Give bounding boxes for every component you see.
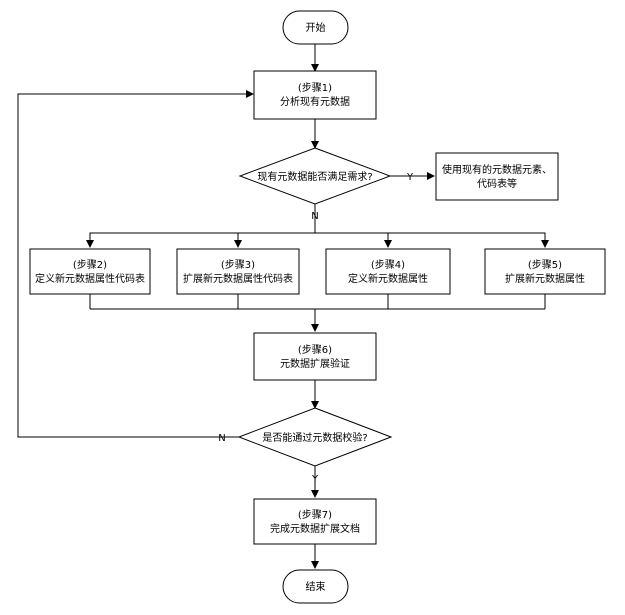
step5-box: (步骤5) 扩展新元数据属性 <box>484 248 606 295</box>
start-node: 开始 <box>282 10 349 45</box>
step1-box: (步骤1) 分析现有元数据 <box>253 70 377 120</box>
decision1-yes-label: Y <box>406 172 414 183</box>
decision1-diamond: 现有元数据能否满足需求? <box>238 147 392 205</box>
step6-text: 元数据扩展验证 <box>280 357 350 370</box>
step1-number: (步骤1) <box>298 82 332 94</box>
arrow-to-step3 <box>234 232 315 248</box>
reuse-existing-box: 使用现有的元数据元素、 代码表等 <box>435 152 559 201</box>
step4-text: 定义新元数据属性 <box>348 272 428 285</box>
decision1-text: 现有元数据能否满足需求? <box>257 170 372 183</box>
step4-box: (步骤4) 定义新元数据属性 <box>325 248 451 295</box>
decision2-diamond: 是否能通过元数据校验? <box>237 407 393 467</box>
decision2-text: 是否能通过元数据校验? <box>262 431 367 444</box>
end-label: 结束 <box>306 580 326 593</box>
arrow-to-step2 <box>86 204 316 248</box>
step3-number: (步骤3) <box>221 259 255 271</box>
reuse-text-line2: 代码表等 <box>477 177 517 190</box>
decision1-no-label: N <box>311 211 318 222</box>
step2-box: (步骤2) 定义新元数据属性代码表 <box>29 248 151 295</box>
step3-box: (步骤3) 扩展新元数据属性代码表 <box>176 248 300 295</box>
step7-number: (步骤7) <box>298 509 332 521</box>
connectors <box>17 44 549 569</box>
end-node: 结束 <box>282 569 349 604</box>
step7-text: 完成元数据扩展文档 <box>270 522 360 535</box>
step2-text: 定义新元数据属性代码表 <box>35 272 145 285</box>
arrow-decision2-no-loop <box>17 90 254 438</box>
step7-box: (步骤7) 完成元数据扩展文档 <box>253 498 377 545</box>
step6-number: (步骤6) <box>298 344 332 356</box>
reuse-text-line1: 使用现有的元数据元素、 <box>442 163 552 176</box>
arrow-to-step5 <box>315 232 549 248</box>
step3-text: 扩展新元数据属性代码表 <box>183 272 293 285</box>
decision2-yes-label: Y <box>311 474 319 485</box>
step2-number: (步骤2) <box>73 259 107 271</box>
step5-text: 扩展新元数据属性 <box>505 272 585 285</box>
start-label: 开始 <box>306 21 326 34</box>
step6-box: (步骤6) 元数据扩展验证 <box>253 332 377 381</box>
step5-number: (步骤5) <box>528 259 562 271</box>
arrow-to-step4 <box>315 232 392 248</box>
step1-text: 分析现有元数据 <box>280 95 350 108</box>
step4-number: (步骤4) <box>371 259 405 271</box>
decision2-no-label: N <box>218 433 225 444</box>
